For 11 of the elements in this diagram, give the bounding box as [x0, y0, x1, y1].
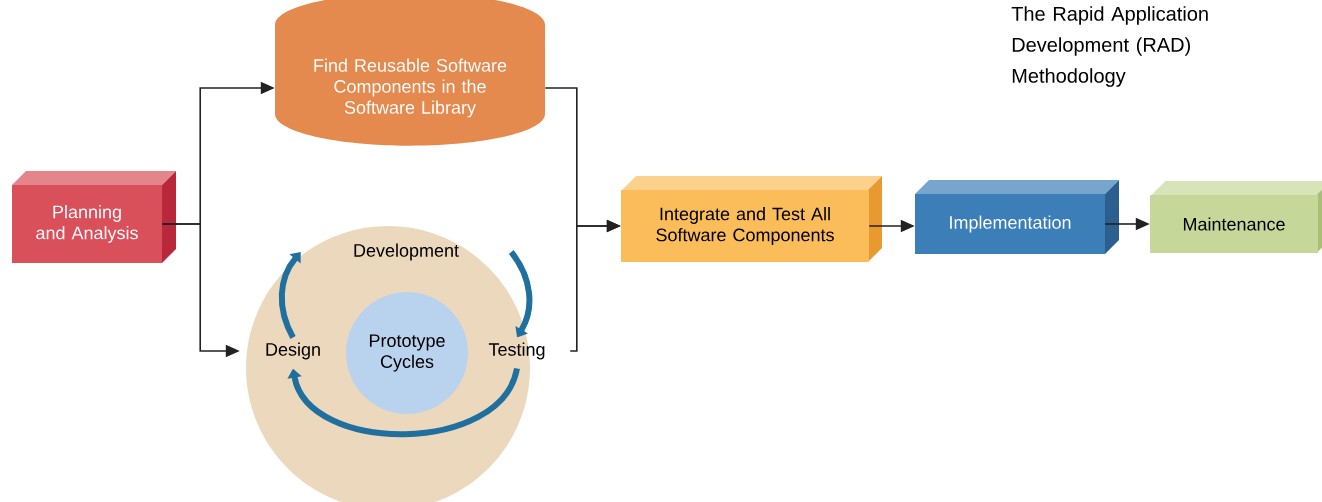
- cycle-arrow: [278, 252, 301, 339]
- cycle-arrow: [287, 367, 520, 438]
- stage-label: Design: [266, 342, 320, 360]
- title: The Rapid Application Development (RAD) Methodology: [1011, 6, 1208, 87]
- process-box: Maintenance: [1150, 181, 1322, 253]
- process-box: Integrate and Test All Software Components: [621, 176, 882, 262]
- stage-label: Testing: [488, 342, 545, 360]
- process-box: Planning and Analysis: [12, 171, 176, 263]
- stage-label: Development: [354, 243, 459, 261]
- process-box: Implementation: [915, 180, 1119, 254]
- database-cylinder: Find Reusable Software Components in the Software Library: [275, 0, 545, 146]
